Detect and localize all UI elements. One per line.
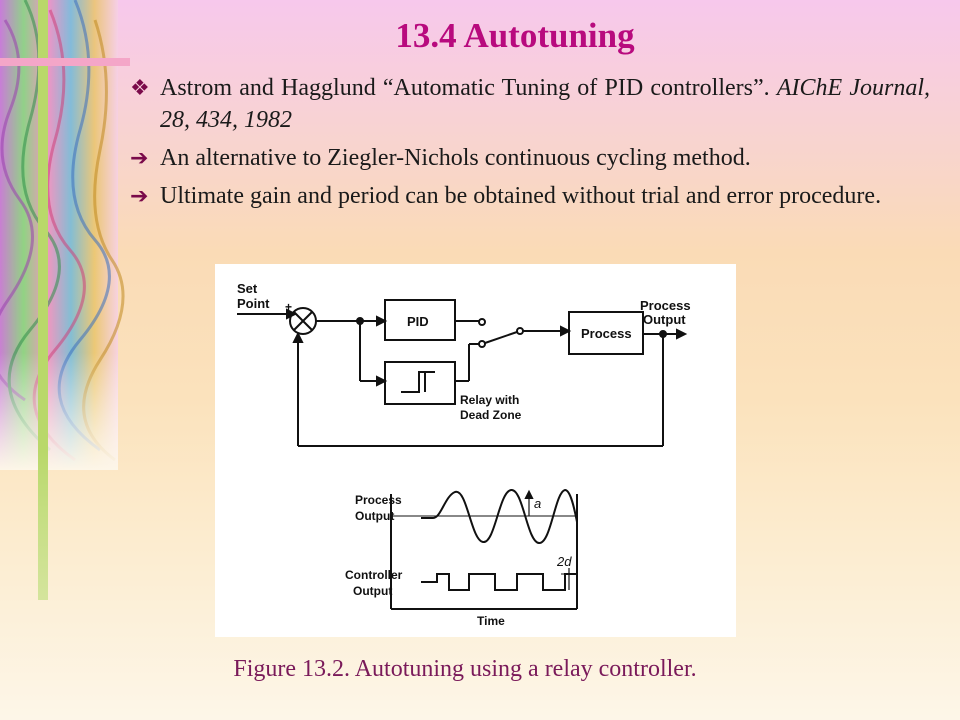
bullet-list: ❖ Astrom and Hagglund “Automatic Tuning … [130, 72, 930, 218]
relay-block [384, 361, 456, 405]
controller-output-label: Controller [345, 568, 403, 582]
decorative-left-strip [0, 0, 130, 600]
switch-contact [478, 318, 486, 326]
switch-contact [478, 340, 486, 348]
process-output-label: Process [640, 298, 691, 313]
controller-output-signal [421, 573, 577, 591]
bullet-text: Ultimate gain and period can be obtained… [160, 183, 882, 209]
switch-arm [484, 331, 518, 344]
signal-process-output-label: Process [355, 493, 402, 507]
arrow-bullet-icon: ➔ [130, 184, 149, 209]
setpoint-label: Point [237, 296, 270, 311]
journal-details: , 28, 434, 1982 [160, 75, 931, 133]
bullet-alternative: ➔ An alternative to Ziegler-Nichols cont… [130, 142, 930, 174]
bullet-ultimate-gain: ➔ Ultimate gain and period can be obtain… [130, 180, 930, 212]
bullet-text: An alternative to Ziegler-Nichols contin… [160, 145, 751, 171]
process-label: Process [581, 326, 632, 341]
slide-title: 13.4 Autotuning [395, 16, 635, 55]
amplitude-label: a [534, 496, 541, 511]
process-output-signal [421, 488, 578, 544]
autotuning-figure: Set Point + − PID Process Process Output… [215, 264, 736, 637]
diamond-bullet-icon: ❖ [130, 76, 150, 101]
minus-sign: − [295, 333, 302, 347]
arrow-bullet-icon: ➔ [130, 146, 149, 171]
relay-symbol [401, 371, 435, 393]
pid-label: PID [407, 314, 429, 329]
relay-label: Dead Zone [460, 408, 522, 422]
time-label: Time [477, 614, 505, 628]
relay-autotuning-diagram: Set Point + − PID Process Process Output… [237, 281, 691, 628]
setpoint-label: Set [237, 281, 258, 296]
bullet-text: Astrom and Hagglund “Automatic Tuning of… [160, 75, 770, 101]
relay-label: Relay with [460, 393, 519, 407]
figure-caption: Figure 13.2. Autotuning using a relay co… [233, 656, 697, 682]
journal-name: AIChE Journal [776, 75, 925, 101]
process-output-label: Output [643, 312, 686, 327]
controller-output-label: Output [353, 584, 392, 598]
bullet-reference: ❖ Astrom and Hagglund “Automatic Tuning … [130, 72, 930, 136]
signal-process-output-label: Output [355, 509, 394, 523]
relay-amplitude-label: 2d [556, 554, 572, 569]
plus-sign: + [285, 300, 292, 314]
